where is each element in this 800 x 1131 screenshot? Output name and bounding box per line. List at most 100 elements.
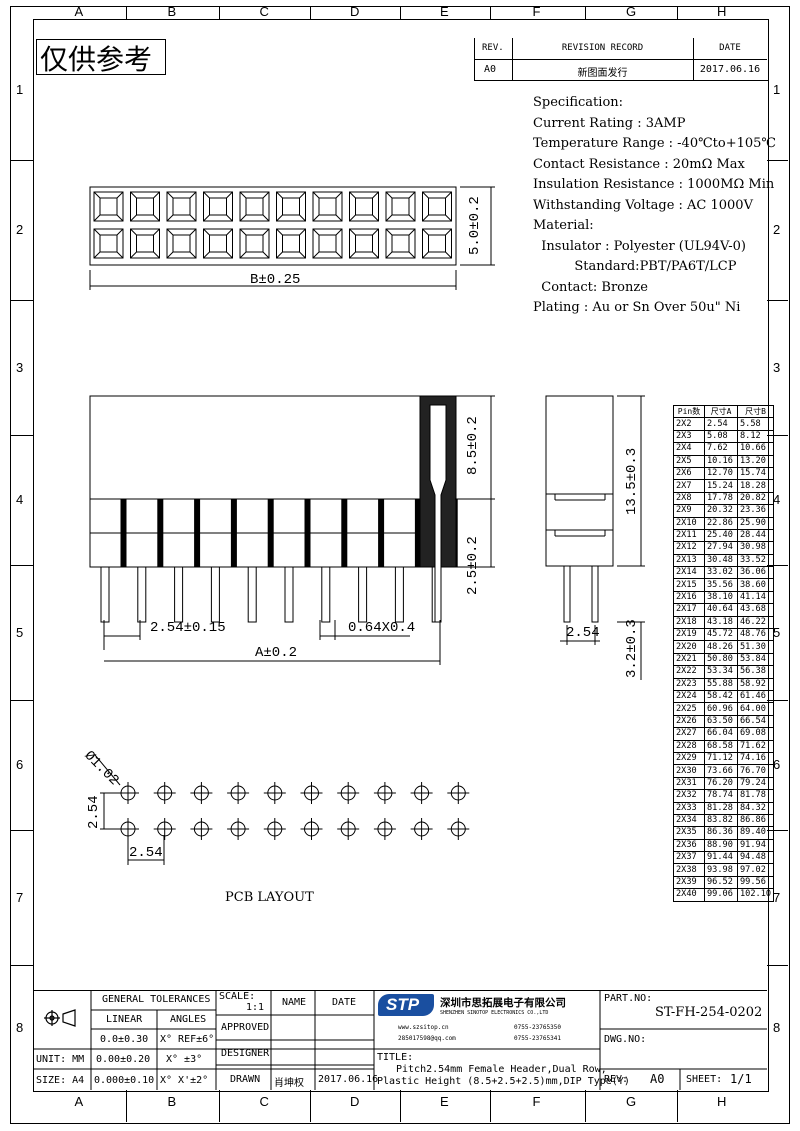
pin-table-cell: 56.38 — [736, 665, 775, 679]
zone-column-A: A — [74, 1094, 84, 1109]
pin-table-cell: 46.22 — [736, 615, 775, 630]
zone-column-F: F — [532, 4, 541, 19]
pin-table-cell: 43.18 — [704, 615, 738, 630]
revision-header-date: DATE — [719, 43, 741, 53]
pin-table-cell: 66.54 — [736, 714, 775, 729]
tol-linear-label: LINEAR — [106, 1014, 143, 1025]
sheet-value: 1/1 — [730, 1072, 752, 1086]
zone-row-6: 6 — [773, 757, 781, 772]
zone-column-C: C — [259, 4, 269, 19]
pin-table-cell: 81.28 — [704, 801, 738, 815]
dim-pcb-h: 2.54 — [129, 845, 163, 861]
pin-table-cell: 48.26 — [704, 640, 738, 654]
dim-pin-size: 0.64X0.4 — [348, 620, 416, 636]
title-label: TITLE: — [377, 1052, 414, 1063]
designer-label: DESIGNER — [221, 1048, 270, 1059]
pin-table-cell: 50.80 — [704, 652, 738, 667]
pin-tail — [210, 566, 220, 623]
date-label: DATE — [332, 997, 357, 1008]
title-line-1: Pitch2.54mm Female Header,Dual Row, — [396, 1064, 607, 1075]
tol-angle-2: X° ±3° — [166, 1054, 203, 1065]
socket-cell — [349, 191, 379, 222]
pin-table-cell: 22.86 — [704, 516, 738, 530]
dwg-no-label: DWG.NO: — [604, 1034, 647, 1045]
pin-table-cell: 2X12 — [673, 541, 705, 555]
pin-table-cell: 79.24 — [736, 776, 775, 791]
company-mail: 285017598@qq.com — [398, 1035, 456, 1042]
reference-stamp — [36, 39, 166, 75]
part-no: ST-FH-254-0202 — [655, 1005, 763, 1020]
pin-table-cell: 76.20 — [704, 776, 738, 791]
socket-cell — [93, 228, 124, 259]
title-block — [33, 990, 767, 1091]
zone-column-A: A — [74, 4, 84, 19]
zone-row-8: 8 — [773, 1019, 781, 1035]
zone-column-D: D — [350, 1094, 360, 1109]
socket-cell — [349, 228, 379, 259]
pin-tail — [247, 566, 257, 623]
pin-tail — [284, 566, 294, 623]
pin-table-cell: 60.96 — [704, 702, 738, 716]
pin-table-cell: 2X22 — [673, 665, 705, 679]
dim-top-width: B±0.25 — [250, 272, 301, 288]
spec-line: Temperature Range : -40℃to+105℃ — [533, 136, 776, 151]
pin-table-cell: 55.88 — [704, 677, 738, 692]
pin-table-cell: 38.10 — [704, 590, 738, 605]
socket-cell — [239, 191, 270, 222]
drawn-date: 2017.06.16 — [318, 1074, 379, 1085]
pin-table-cell: 58.92 — [736, 677, 775, 692]
scale-value: 1:1 — [246, 1002, 265, 1013]
size-label: SIZE: A4 — [36, 1075, 85, 1086]
zone-column-E: E — [440, 4, 449, 19]
pin-table-cell: 61.46 — [736, 689, 775, 704]
unit-label: UNIT: MM — [36, 1054, 85, 1065]
top-view-body — [89, 186, 457, 266]
sheet-label: SHEET: — [686, 1074, 723, 1085]
socket-cell — [93, 191, 124, 222]
pin-table-cell: 53.84 — [736, 652, 775, 667]
zone-row-7: 7 — [773, 889, 781, 905]
part-no-label: PART.NO: — [604, 993, 653, 1004]
pin-tail — [321, 566, 331, 623]
spec-line: Contact: Bronze — [533, 279, 648, 295]
pin-table-cell: 71.12 — [704, 751, 738, 766]
zone-row-3: 3 — [773, 359, 781, 375]
drawn-label: DRAWN — [230, 1074, 261, 1085]
dim-end-pitch: 2.54 — [566, 625, 600, 641]
tol-linear-1: 0.0±0.30 — [100, 1034, 149, 1045]
pin-table-cell: 33.52 — [736, 553, 775, 568]
socket-cell — [166, 191, 197, 222]
spec-line: Insulator : Polyester (UL94V-0) — [533, 238, 746, 254]
company-name-en: SHENZHEN SINOTOP ELECTRONICS CO.,LTD — [440, 1010, 549, 1016]
revision-rev: A0 — [484, 64, 497, 75]
pin-tail — [174, 566, 184, 623]
drawn-name: 肖坤权 — [274, 1078, 304, 1089]
pin-table-cell: 38.60 — [736, 578, 775, 592]
pin-table-cell: 86.86 — [736, 813, 775, 828]
socket-cell — [203, 191, 233, 222]
pin-table-cell: 2X39 — [673, 875, 705, 890]
pin-table-cell: 94.48 — [736, 851, 775, 865]
spec-line: Current Rating : 3AMP — [533, 115, 686, 131]
zone-row-7: 7 — [16, 889, 24, 905]
zone-row-3: 3 — [16, 359, 24, 375]
stamp-text: 仅供参考 — [40, 43, 153, 76]
tol-angles-label: ANGLES — [170, 1014, 207, 1025]
projection-symbol — [44, 1009, 76, 1027]
pin-table-cell: 71.62 — [736, 739, 775, 753]
company-logo-text: STP — [386, 995, 420, 1014]
